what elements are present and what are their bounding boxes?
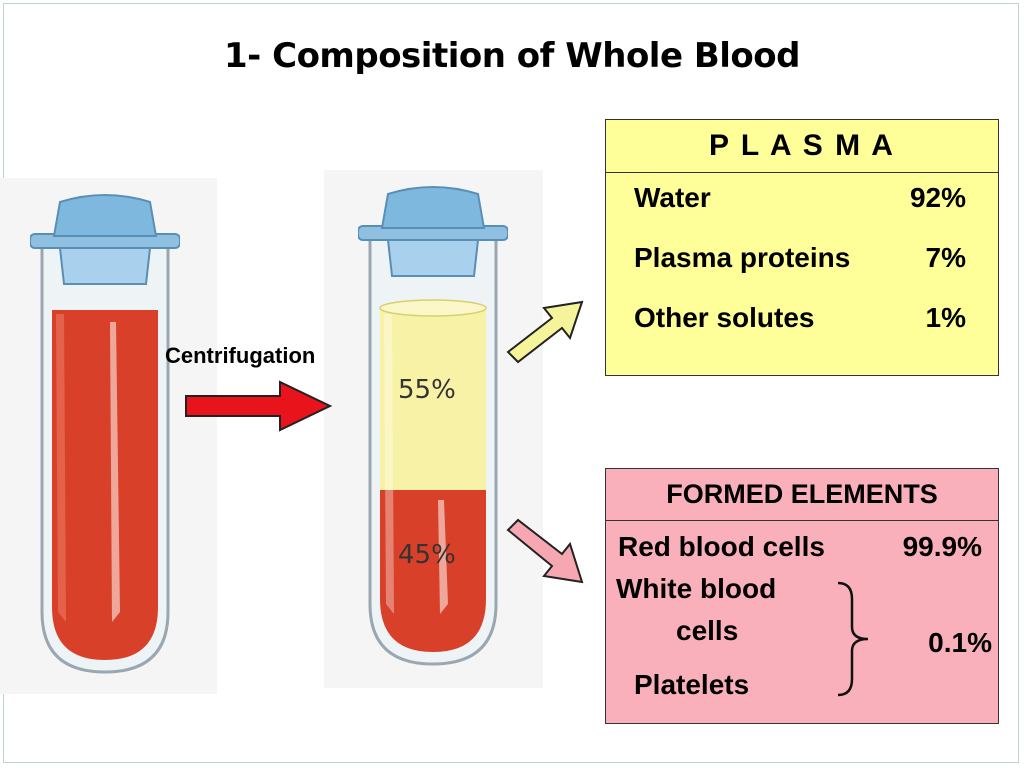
wbc-label-line2: cells xyxy=(676,615,739,646)
centrifugation-label: Centrifugation xyxy=(165,343,316,368)
cap-icon xyxy=(380,186,486,229)
plasma-row-value: 92% xyxy=(909,182,966,213)
whole-blood-fill xyxy=(52,310,158,660)
plasma-heading: P L A S M A xyxy=(606,120,998,173)
plasma-arrow-icon xyxy=(506,300,584,364)
formed-heading: FORMED ELEMENTS xyxy=(606,469,998,521)
plasma-layer xyxy=(380,306,486,492)
rbc-value: 99.9% xyxy=(902,531,982,562)
rbc-label: Red blood cells xyxy=(618,531,825,562)
plasma-row-value: 1% xyxy=(925,302,966,333)
whole-blood-tube xyxy=(30,194,180,674)
plasma-box: P L A S M A Water 92% Plasma proteins 7%… xyxy=(605,119,999,376)
curly-brace-icon xyxy=(837,581,869,697)
plasma-row-name: Water xyxy=(634,182,711,213)
platelets-label: Platelets xyxy=(634,669,750,700)
cap-icon xyxy=(52,194,158,237)
plasma-row-name: Plasma proteins xyxy=(634,242,851,273)
formed-arrow-icon xyxy=(506,518,584,584)
group-value: 0.1% xyxy=(928,627,992,658)
plasma-percent-label: 55% xyxy=(398,375,456,405)
plasma-row-name: Other solutes xyxy=(634,302,815,333)
formed-percent-label: 45% xyxy=(398,540,456,570)
wbc-label-line1: White blood xyxy=(616,573,777,604)
formed-elements-box: FORMED ELEMENTS Red blood cells 99.9% Wh… xyxy=(605,468,999,724)
slide-title: 1- Composition of Whole Blood xyxy=(224,36,800,76)
centrifugation-arrow-icon xyxy=(185,380,333,432)
formed-elements-layer xyxy=(380,490,486,652)
plasma-row-value: 7% xyxy=(925,242,966,273)
separated-blood-tube xyxy=(358,186,508,666)
